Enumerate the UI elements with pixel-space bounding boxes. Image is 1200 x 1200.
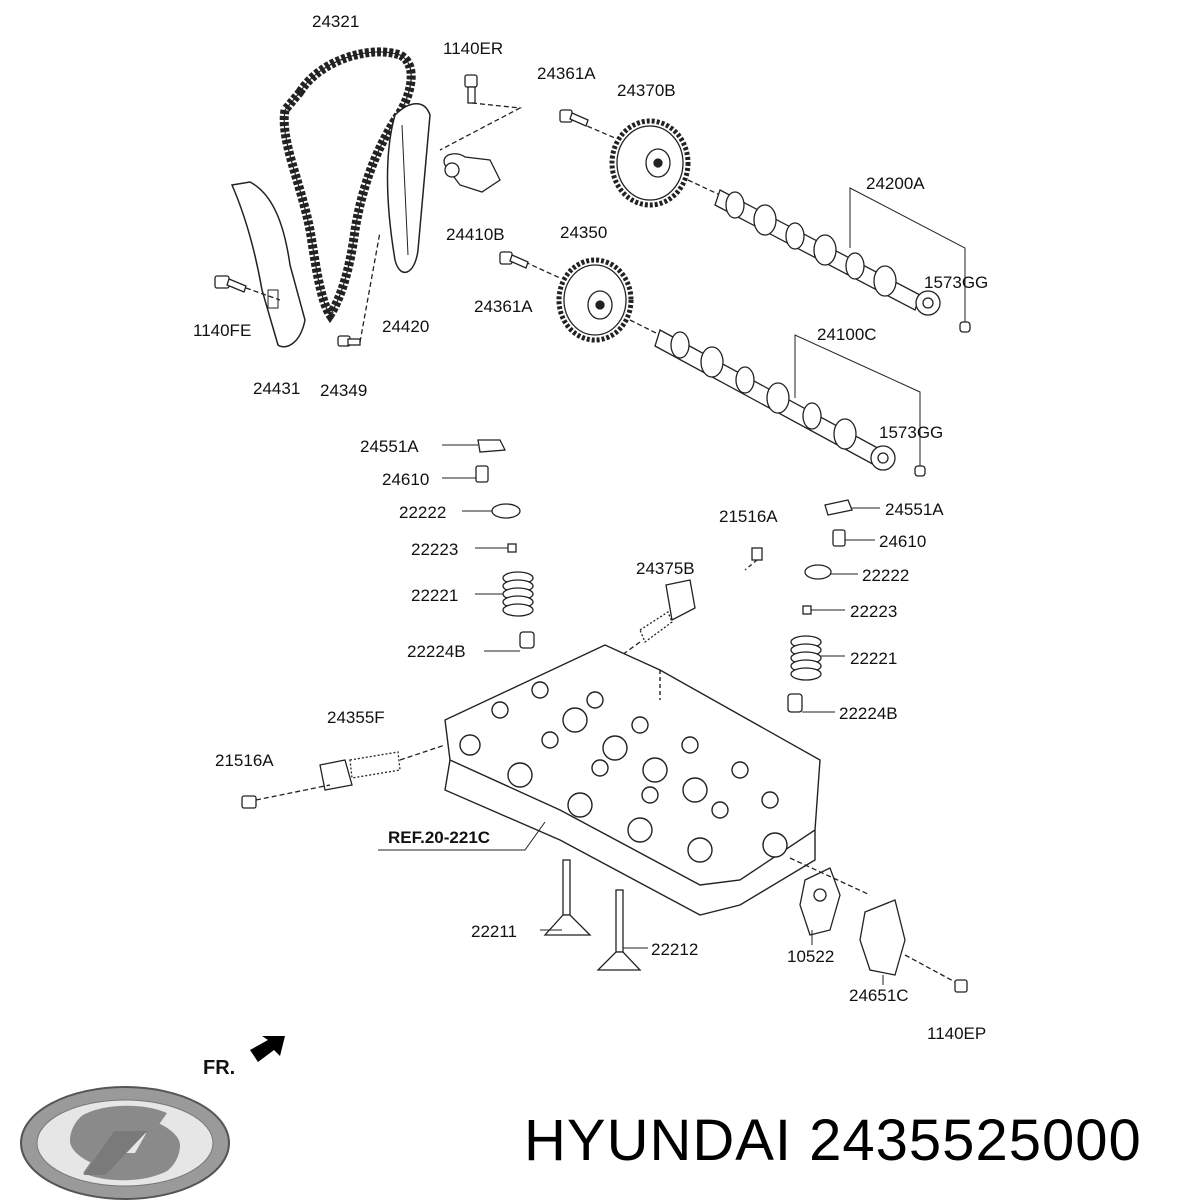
- cover-24651C: [789, 857, 968, 993]
- callout-24651C: 24651C: [849, 986, 909, 1005]
- callout-24551A-left: 24551A: [360, 437, 419, 456]
- leader-ref: [378, 821, 546, 851]
- callout-22221-right: 22221: [850, 649, 898, 668]
- callout-1140EP: 1140EP: [927, 1024, 987, 1043]
- callout-22224B-left: 22224B: [407, 642, 466, 661]
- callout-22223-left: 22223: [411, 540, 459, 559]
- leaders-left: [442, 444, 520, 652]
- callout-22222-right: 22222: [862, 566, 910, 585]
- camshaft-24200A: [687, 179, 971, 333]
- bolt-24349: [337, 231, 381, 347]
- brand-part-caption: HYUNDAI 2435525000: [524, 1112, 1142, 1170]
- valvetrain-right: [787, 499, 853, 713]
- callout-24100C: 24100C: [817, 325, 877, 344]
- callout-1573GG-top: 1573GG: [924, 273, 989, 292]
- forward-arrow-icon: [250, 1036, 285, 1062]
- callout-22224B-right: 22224B: [839, 704, 898, 723]
- part-number: 2435525000: [809, 1108, 1142, 1173]
- valve-22212: [596, 889, 648, 971]
- callout-1140ER: 1140ER: [443, 39, 504, 58]
- callout-24200A: 24200A: [866, 174, 925, 193]
- cvvt-sprocket-24350: [524, 257, 634, 343]
- callout-10522: 10522: [787, 947, 835, 966]
- callout-22211: 22211: [471, 922, 518, 941]
- valvetrain-left: [475, 439, 535, 649]
- callout-24349: 24349: [320, 381, 368, 400]
- cylinder-head: [444, 644, 821, 916]
- callout-21516A-left: 21516A: [215, 751, 274, 770]
- ocv-24355F: [241, 744, 446, 809]
- callout-24610-left: 24610: [382, 470, 430, 489]
- front-direction-label: FR.: [203, 1057, 236, 1079]
- leader-24200A: [849, 187, 966, 322]
- bolt-1140FE: [214, 275, 281, 301]
- reference-label: REF.20-221C: [388, 828, 491, 847]
- callout-24370B: 24370B: [617, 81, 676, 100]
- callout-24420: 24420: [382, 317, 430, 336]
- leader-24100C: [794, 334, 921, 466]
- callout-22222-left: 22222: [399, 503, 447, 522]
- timing-chain-24321: [279, 47, 416, 324]
- leaders-right: [802, 507, 880, 713]
- tensioner-24410B: [439, 74, 523, 193]
- brand-name: HYUNDAI: [524, 1108, 793, 1173]
- callout-24410B: 24410B: [446, 225, 505, 244]
- callout-24551A-right: 24551A: [885, 500, 944, 519]
- callout-24375B: 24375B: [636, 559, 695, 578]
- callout-24610-right: 24610: [879, 532, 927, 551]
- callout-24361A-top: 24361A: [537, 64, 596, 83]
- callout-24321: 24321: [312, 12, 360, 31]
- callout-24355F: 24355F: [327, 708, 385, 727]
- gasket-10522: [799, 867, 841, 945]
- callout-1140FE: 1140FE: [193, 321, 252, 340]
- tensioner-arm-24431: [230, 181, 306, 348]
- hyundai-logo: [20, 1086, 230, 1200]
- callout-1573GG-mid: 1573GG: [879, 423, 944, 442]
- camshaft-24100C: [629, 319, 926, 477]
- chain-guide-24420: [386, 103, 431, 273]
- callout-22212: 22212: [651, 940, 699, 959]
- callout-22221-left: 22221: [411, 586, 459, 605]
- callout-22223-right: 22223: [850, 602, 898, 621]
- bolt-24361A-top: [559, 109, 589, 127]
- callout-21516A-top: 21516A: [719, 507, 778, 526]
- callout-24350: 24350: [560, 223, 608, 242]
- callout-24431: 24431: [253, 379, 301, 398]
- callout-24361A-mid: 24361A: [474, 297, 533, 316]
- cvvt-sprocket-24370B: [579, 118, 691, 208]
- valve-22211: [540, 859, 592, 936]
- bolt-24361A-mid: [499, 251, 529, 269]
